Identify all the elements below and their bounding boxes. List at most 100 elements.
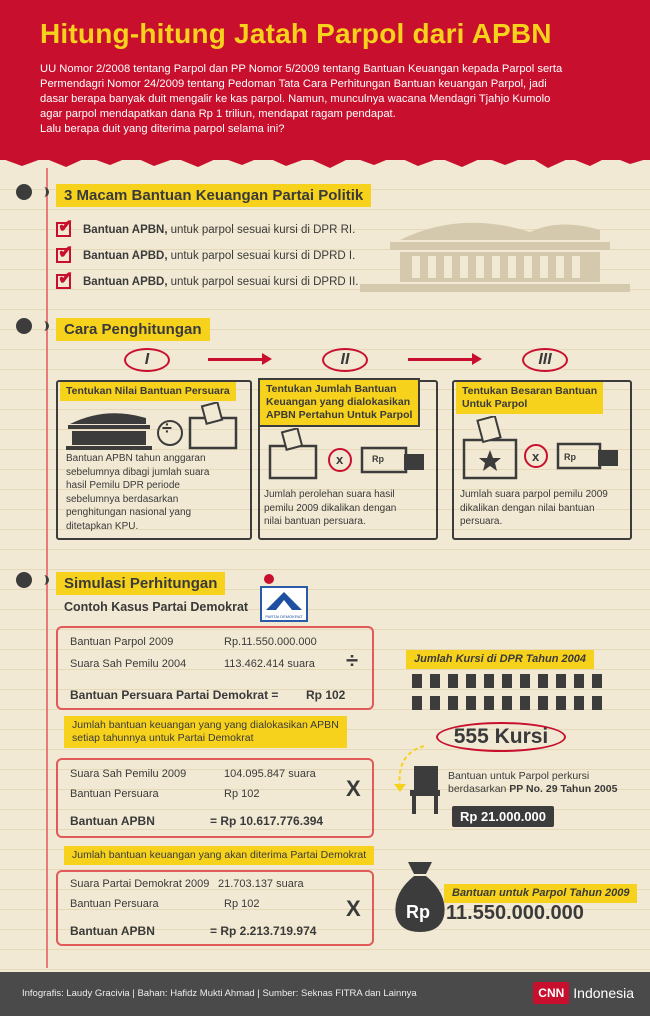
divide-icon: ÷ bbox=[162, 418, 172, 438]
intro-line: UU Nomor 2/2008 tentang Parpol dan PP No… bbox=[40, 63, 563, 75]
sim-row-value: Rp.11.550.000.000 bbox=[224, 636, 317, 648]
sim-total-value: = Rp 10.617.776.394 bbox=[210, 814, 324, 828]
page-title: Hitung-hitung Jatah Parpol dari APBN bbox=[40, 18, 552, 49]
bantuan-type: Bantuan APBN, bbox=[83, 223, 168, 236]
intro-line: Lalu berapa duit yang diterima parpol se… bbox=[40, 123, 285, 135]
party-logo-icon bbox=[266, 592, 302, 610]
bullet-hole bbox=[16, 184, 49, 200]
torn-edge bbox=[0, 150, 650, 168]
bantuan-type: Bantuan APBD, bbox=[83, 249, 168, 262]
dashed-arrow-icon bbox=[394, 745, 425, 792]
sim-row-value: Rp 102 bbox=[224, 788, 260, 800]
divide-icon: ÷ bbox=[346, 648, 359, 673]
sim-row-value: 113.462.414 suara bbox=[224, 658, 315, 670]
step-heading-line: Keuangan yang dialokasikan bbox=[266, 396, 411, 408]
step-number-3: III bbox=[522, 348, 568, 372]
step-heading-line: Tentukan Nilai Bantuan Persuara bbox=[66, 385, 230, 397]
ballot-divide-icon bbox=[66, 402, 238, 450]
sim-row-label: Bantuan Parpol 2009 bbox=[70, 636, 174, 648]
simulation-label-3: Jumlah bantuan keuangan yang akan diteri… bbox=[64, 846, 375, 865]
intro-text: UU Nomor 2/2008 tentang Parpol dan PP No… bbox=[40, 62, 620, 137]
step-heading-line: Tentukan Besaran Bantuan bbox=[462, 385, 598, 397]
kursi-count: 555 Kursi bbox=[436, 722, 566, 752]
sim-row-label: Suara Partai Demokrat 2009 bbox=[70, 878, 210, 890]
rp-symbol: Rp bbox=[406, 902, 430, 922]
sim-row-label: Bantuan Persuara bbox=[70, 898, 159, 910]
step-heading: Tentukan Nilai Bantuan Persuara bbox=[60, 382, 236, 401]
kursi-label: Jumlah Kursi di DPR Tahun 2004 bbox=[406, 650, 594, 669]
desc-line: pemilu 2009 dikalikan dengan bbox=[264, 502, 397, 514]
desc-line: Jumlah perolehan suara hasil bbox=[264, 489, 395, 500]
per-kursi-amount: Rp 21.000.000 bbox=[452, 806, 555, 827]
per-kursi-text: Bantuan untuk Parpol perkursi berdasarka… bbox=[448, 770, 617, 796]
label-line: setiap tahunnya untuk Partai Demokrat bbox=[72, 732, 254, 744]
sim-row-label: Suara Sah Pemilu 2004 bbox=[70, 658, 187, 670]
ballot-star-times-money-icon bbox=[462, 416, 618, 480]
sim-total-value: Rp 102 bbox=[306, 688, 346, 702]
bantuan-desc: untuk parpol sesuai kursi di DPR RI. bbox=[170, 223, 356, 236]
pin-icon bbox=[264, 574, 274, 584]
label-line: Jumlah bantuan keuangan yang yang dialok… bbox=[72, 719, 339, 731]
cnn-logo-icon: CNN bbox=[533, 982, 570, 1004]
simulation-box-3 bbox=[56, 870, 374, 946]
bantuan-desc: untuk parpol sesuai kursi di DPRD II. bbox=[170, 275, 359, 288]
bantuan-item: Bantuan APBD, untuk parpol sesuai kursi … bbox=[56, 242, 356, 263]
step-heading-line: Untuk Parpol bbox=[462, 398, 528, 410]
sim-total-label: Bantuan APBN bbox=[70, 924, 155, 938]
cnn-indonesia-logo: CNN Indonesia bbox=[533, 982, 634, 1004]
per-kursi-line: berdasarkan bbox=[448, 783, 507, 795]
section-title-cara-penghitungan: Cara Penghitungan bbox=[56, 318, 210, 341]
rp-icon-label: Rp bbox=[372, 454, 384, 464]
step-heading-line: Tentukan Jumlah Bantuan bbox=[266, 383, 397, 395]
desc-line: Bantuan APBN tahun anggaran bbox=[66, 453, 206, 464]
margin-line bbox=[46, 168, 48, 968]
total-bantuan-value: 11.550.000.000 bbox=[446, 902, 584, 924]
simulation-box-2 bbox=[56, 758, 374, 838]
desc-line: penghitungan nasional yang bbox=[66, 507, 192, 518]
bantuan-item: Bantuan APBD, untuk parpol sesuai kursi … bbox=[56, 268, 359, 289]
sim-row-value: 104.095.847 suara bbox=[224, 768, 316, 780]
per-kursi-line: Bantuan untuk Parpol perkursi bbox=[448, 770, 590, 782]
sim-row-label: Suara Sah Pemilu 2009 bbox=[70, 768, 187, 780]
total-bantuan-label: Bantuan untuk Parpol Tahun 2009 bbox=[444, 884, 638, 903]
party-logo-text: PARTAI DEMOKRAT bbox=[265, 614, 303, 619]
intro-line: agar parpol mendapatkan dana Rp 1 triliu… bbox=[40, 108, 396, 120]
rp-icon-label: Rp bbox=[564, 452, 576, 462]
party-logo: PARTAI DEMOKRAT bbox=[260, 586, 308, 622]
bantuan-type: Bantuan APBD, bbox=[83, 275, 168, 288]
step-heading: Tentukan Jumlah Bantuan Keuangan yang di… bbox=[258, 378, 421, 427]
times-icon: x bbox=[336, 452, 344, 467]
checkbox-icon bbox=[56, 242, 73, 263]
step-heading: Tentukan Besaran Bantuan Untuk Parpol bbox=[456, 382, 604, 414]
sim-row-value: 21.703.137 suara bbox=[218, 878, 304, 890]
step-heading-line: APBN Pertahun Untuk Parpol bbox=[266, 409, 413, 421]
bantuan-item: Bantuan APBN, untuk parpol sesuai kursi … bbox=[56, 216, 356, 237]
footer: Infografis: Laudy Gracivia | Bahan: Hafi… bbox=[0, 972, 650, 1016]
sim-row-label: Bantuan Persuara bbox=[70, 788, 159, 800]
bantuan-desc: untuk parpol sesuai kursi di DPRD I. bbox=[170, 249, 356, 262]
step-description: Bantuan APBN tahun anggaran sebelumnya d… bbox=[66, 452, 209, 533]
intro-line: dasar berapa banyak duit mengalir ke kas… bbox=[40, 93, 551, 105]
header-banner: Hitung-hitung Jatah Parpol dari APBN UU … bbox=[0, 0, 650, 160]
desc-line: ditetapkan KPU. bbox=[66, 520, 139, 532]
desc-line: dikalikan dengan nilai bantuan bbox=[460, 502, 595, 514]
step-number-2: II bbox=[322, 348, 368, 372]
section-title-simulasi: Simulasi Perhitungan bbox=[56, 572, 226, 595]
times-icon: X bbox=[346, 776, 361, 801]
intro-line: Permendagri Nomor 24/2009 tentang Pedoma… bbox=[40, 78, 547, 90]
simulation-box-1 bbox=[56, 626, 374, 710]
bullet-hole bbox=[16, 318, 49, 334]
desc-line: nilai bantuan persuara. bbox=[264, 516, 366, 527]
chair-icon bbox=[410, 766, 440, 814]
chairs-icon bbox=[412, 674, 602, 710]
step-description: Jumlah perolehan suara hasil pemilu 2009… bbox=[264, 488, 396, 529]
arrow-icon bbox=[208, 353, 272, 365]
step-card-3 bbox=[452, 380, 632, 540]
times-icon: x bbox=[532, 449, 540, 464]
desc-line: sebelumnya dibagi jumlah suara bbox=[66, 466, 210, 478]
desc-line: persuara. bbox=[460, 516, 503, 527]
desc-line: Jumlah suara parpol pemilu 2009 bbox=[460, 489, 608, 500]
arrow-icon bbox=[408, 353, 482, 365]
bullet-hole bbox=[16, 572, 49, 588]
parliament-building-icon bbox=[360, 222, 630, 292]
